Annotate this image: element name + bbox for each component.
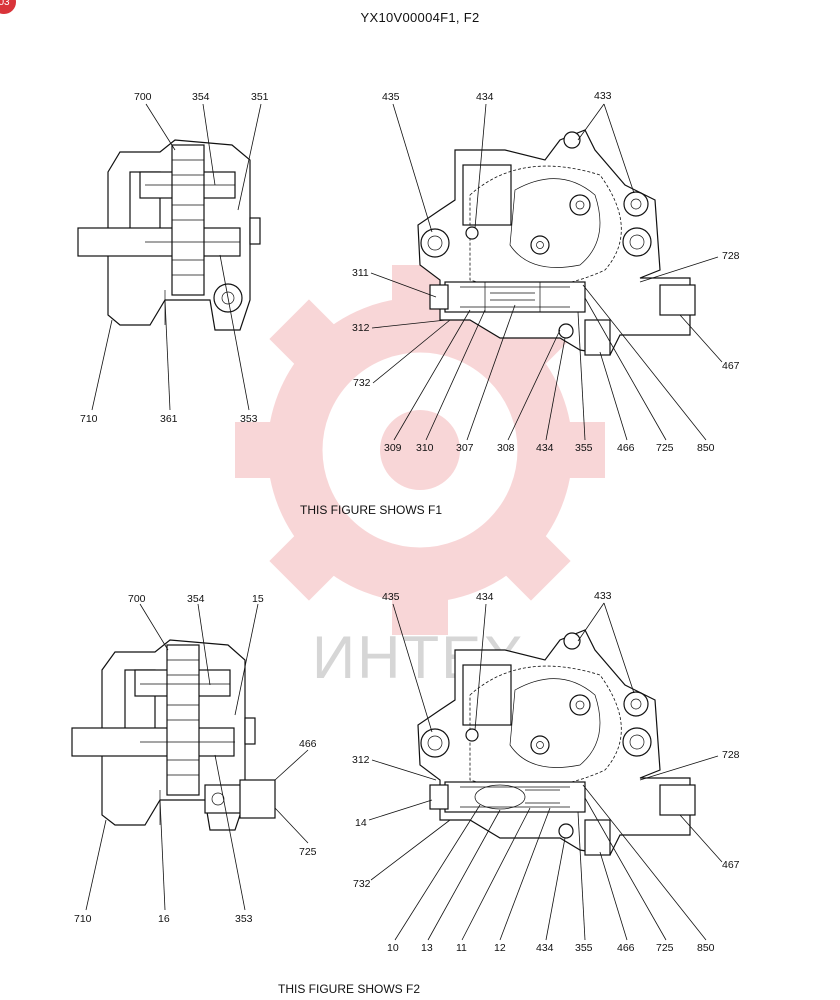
part-label: 16 (158, 913, 170, 925)
part-label: 433 (594, 590, 612, 602)
part-label: 725 (656, 942, 674, 954)
f1-valve-body-view (417, 129, 696, 356)
part-label: 434 (536, 942, 554, 954)
part-label: 311 (352, 267, 369, 279)
f2-valve-body-view (417, 629, 696, 856)
part-label: 728 (722, 749, 740, 761)
figure-caption-f2: THIS FIGURE SHOWS F2 (278, 982, 421, 996)
part-label: 466 (299, 738, 317, 750)
part-label: 312 (352, 322, 370, 334)
part-label: 11 (456, 942, 467, 954)
part-label: 466 (617, 942, 635, 954)
part-label: 435 (382, 591, 400, 603)
part-label: 435 (382, 91, 400, 103)
part-label: 710 (74, 913, 92, 925)
part-label: 309 (384, 442, 402, 454)
part-label: 354 (192, 91, 210, 103)
part-label: 361 (160, 413, 178, 425)
part-label: 13 (421, 942, 433, 954)
part-label: 850 (697, 442, 715, 454)
part-label: 725 (656, 442, 674, 454)
part-label: 725 (299, 846, 317, 858)
part-label: 467 (722, 360, 740, 372)
part-label: 312 (352, 754, 370, 766)
part-label: 14 (355, 817, 367, 829)
part-label: 354 (187, 593, 205, 605)
part-label: 10 (387, 942, 399, 954)
part-label: 850 (697, 942, 715, 954)
part-label: 15 (252, 593, 264, 605)
figure-caption-f1: THIS FIGURE SHOWS F1 (300, 503, 443, 517)
part-label: 732 (353, 377, 371, 389)
part-label: 355 (575, 442, 593, 454)
part-label: 12 (494, 942, 506, 954)
part-label: 728 (722, 250, 740, 262)
part-label: 700 (134, 91, 152, 103)
part-label: 353 (240, 413, 258, 425)
part-label: 308 (497, 442, 515, 454)
part-label: 351 (251, 91, 269, 103)
f1-pump-side-view (77, 139, 261, 331)
part-label: 433 (594, 90, 612, 102)
part-labels: 700 354 351 710 361 353 435 434 433 311 … (74, 90, 740, 954)
leader-lines (85, 103, 723, 941)
part-label: 434 (536, 442, 554, 454)
drawing-title: YX10V00004F1, F2 (360, 10, 480, 25)
part-label: 355 (575, 942, 593, 954)
part-label: 434 (476, 591, 494, 603)
part-label: 710 (80, 413, 98, 425)
part-label: 307 (456, 442, 474, 454)
f2-pump-side-view (71, 639, 276, 831)
part-label: 434 (476, 91, 494, 103)
part-label: 700 (128, 593, 146, 605)
part-label: 467 (722, 859, 740, 871)
part-label: 353 (235, 913, 253, 925)
part-label: 310 (416, 442, 434, 454)
part-label: 732 (353, 878, 371, 890)
page-badge: 03 (0, 0, 16, 14)
part-label: 466 (617, 442, 635, 454)
